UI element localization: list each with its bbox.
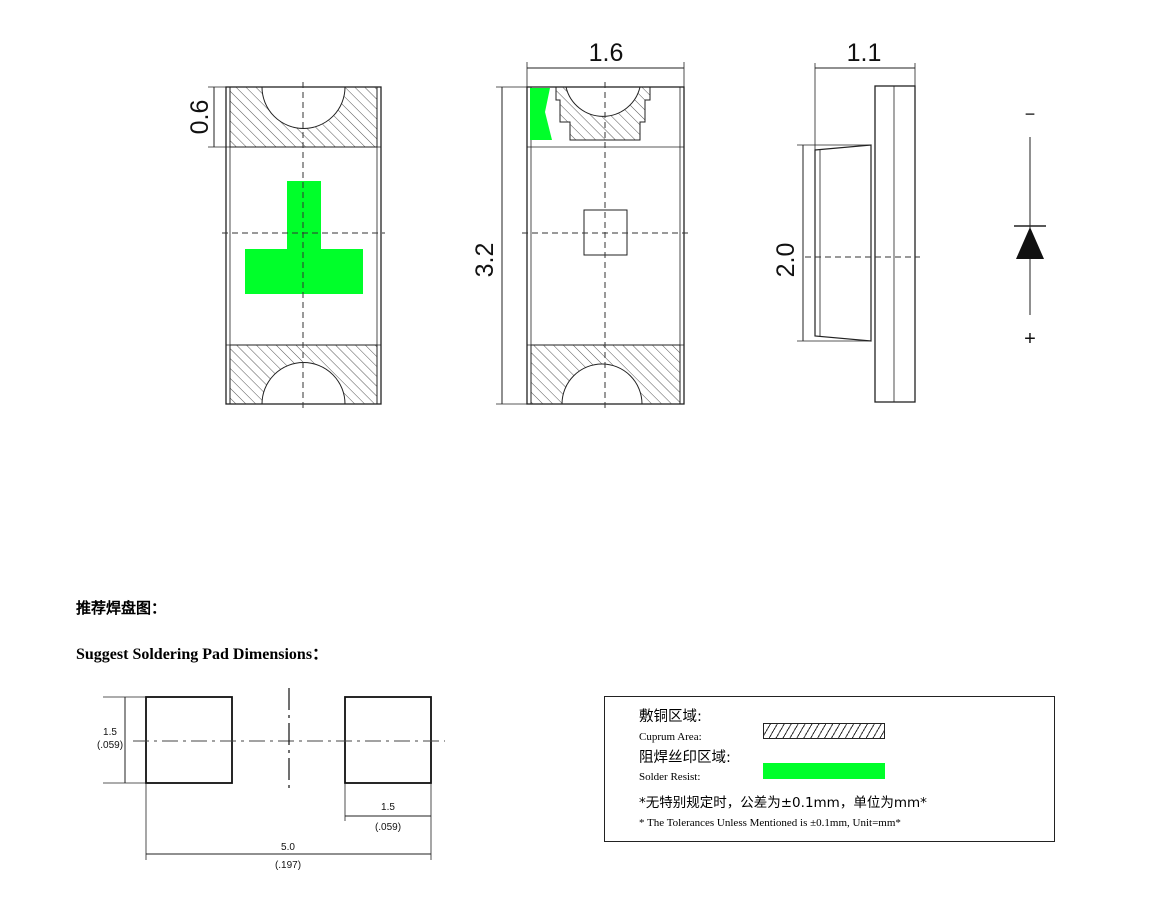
total-width-mm: 5.0 xyxy=(281,842,295,853)
cuprum-swatch xyxy=(763,723,885,739)
green-cathode-mark xyxy=(530,88,552,140)
legend-resist-en: Solder Resist: xyxy=(639,771,701,783)
diode-symbol: − + xyxy=(1014,104,1046,350)
polarity-plus: + xyxy=(1024,328,1036,350)
pad-height-mm: 1.5 xyxy=(103,727,117,738)
legend-box: 敷铜区域: Cuprum Area: 阻焊丝印区域: Solder Resist… xyxy=(604,696,1055,842)
section-title-en: Suggest Soldering Pad Dimensions： xyxy=(76,646,329,663)
pad-right xyxy=(344,696,432,784)
dim-3.2-label: 3.2 xyxy=(471,243,499,278)
dim-1.1-label: 1.1 xyxy=(847,39,882,67)
pad-height-in: (.059) xyxy=(97,740,123,751)
pad-width-mm: 1.5 xyxy=(381,802,395,813)
green-t-marking xyxy=(245,181,363,294)
total-width-in: (.197) xyxy=(275,860,301,871)
polarity-minus: − xyxy=(1025,104,1036,124)
solder-resist-swatch xyxy=(763,763,885,779)
side-view-package: 1.1 2.0 xyxy=(772,39,920,403)
legend-tolerance-cn: *无特别规定时，公差为±0.1mm，单位为mm* xyxy=(639,795,927,811)
dim-1.6-label: 1.6 xyxy=(589,39,624,67)
legend-cuprum-en: Cuprum Area: xyxy=(639,731,702,743)
top-view-package: 0.6 xyxy=(186,82,385,408)
legend-tolerance-en: * The Tolerances Unless Mentioned is ±0.… xyxy=(639,817,901,829)
legend-resist-cn: 阻焊丝印区域: xyxy=(639,750,731,766)
soldering-pad-drawing: 1.5 (.059) 1.5 (.059) 5.0 (.197) xyxy=(97,688,445,871)
section-title-cn: 推荐焊盘图： xyxy=(76,599,167,617)
legend-cuprum-cn: 敷铜区域: xyxy=(639,709,702,725)
dim-0.6-label: 0.6 xyxy=(186,100,214,135)
pad-width-in: (.059) xyxy=(375,822,401,833)
bottom-view-package: 1.6 3.2 xyxy=(471,39,690,408)
pad-left xyxy=(145,696,233,784)
dim-2.0-label: 2.0 xyxy=(772,243,800,278)
